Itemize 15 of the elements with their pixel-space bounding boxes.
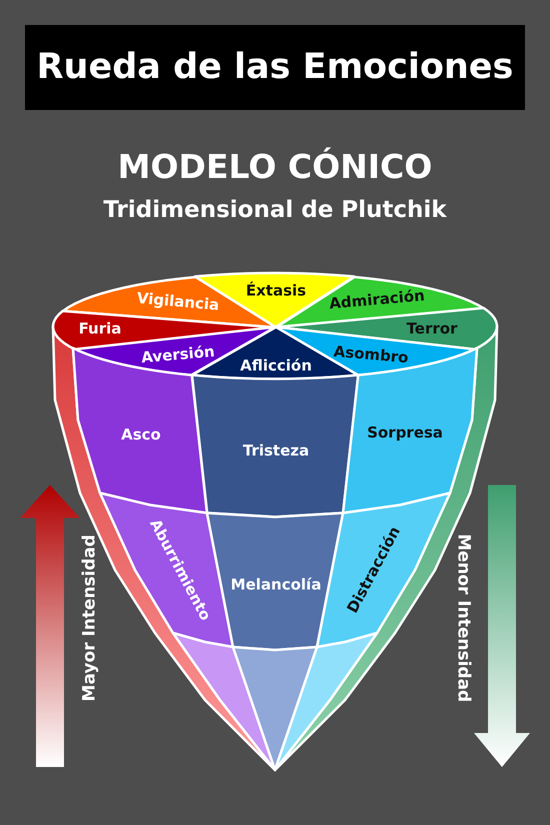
emotion-label: Asco [121, 428, 161, 442]
emotion-label: Asombro [333, 344, 409, 366]
axis-label: Menor Intensidad [454, 534, 472, 702]
axis-label: Mayor Intensidad [82, 534, 98, 702]
emotion-label: Vigilancia [136, 290, 220, 314]
title: Rueda de las Emociones [36, 50, 514, 85]
emotion-label: Aflicción [240, 358, 312, 374]
subtitle: Tridimensional de Plutchik [102, 199, 448, 222]
emotion-label: Éxtasis [246, 284, 306, 298]
emotion-label: Admiración [328, 288, 426, 312]
emotion-label: Melancolía [230, 578, 322, 592]
emotion-label: Furia [78, 321, 122, 336]
emotion-label: Terror [406, 321, 458, 336]
emotion-label: Sorpresa [367, 426, 443, 440]
emotion-label: Aversión [140, 344, 216, 366]
